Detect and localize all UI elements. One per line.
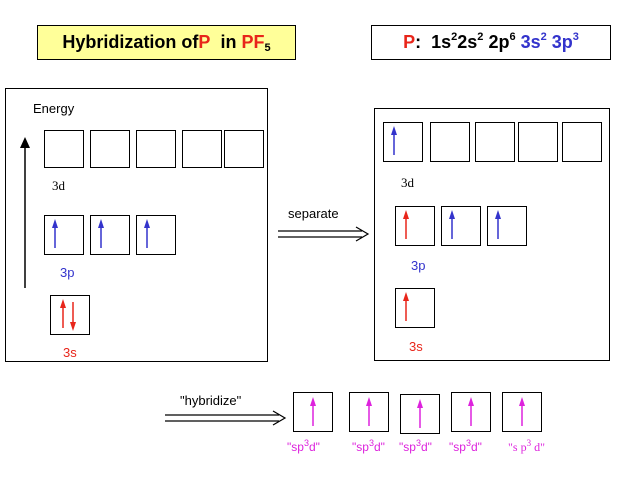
- config-2p: 2p: [488, 32, 510, 52]
- hybrid-label-text: "sp: [399, 440, 416, 454]
- left-3s-label: 3s: [63, 345, 77, 360]
- title-molecule-subscript: 5: [264, 41, 271, 54]
- hybrid-label-superscript: 3: [368, 438, 374, 448]
- spin-up-arrow-icon: [391, 126, 397, 155]
- spin-up-arrow-icon: [52, 219, 58, 248]
- hybrid-label-text: "sp: [287, 440, 304, 454]
- right-3d-orbital-4: [518, 122, 558, 162]
- hybrid-label-text: "sp: [449, 440, 466, 454]
- right-3d-orbital-1: [383, 122, 423, 162]
- spin-up-arrow-icon: [468, 397, 474, 426]
- right-3d-orbital-3: [475, 122, 515, 162]
- spin-up-arrow-icon: [310, 397, 316, 426]
- hybrid-orbital-3: [400, 394, 440, 434]
- right-3d-label: 3d: [401, 175, 414, 190]
- left-3s-orbital: [50, 295, 90, 335]
- spin-up-arrow-icon: [366, 397, 372, 426]
- separate-label: separate: [288, 206, 339, 221]
- hybrid-label-text: d": [531, 440, 545, 454]
- title-molecule: PF: [241, 32, 265, 52]
- hybrid-label-3: "sp3d": [399, 438, 432, 454]
- hybrid-label-superscript: 3: [415, 438, 421, 448]
- spin-up-arrow-icon: [144, 219, 150, 248]
- left-3p-orbital-1: [44, 215, 84, 255]
- hybrid-label-1: "sp3d": [287, 438, 320, 454]
- config-3p: 3p: [551, 32, 573, 52]
- left-3p-label: 3p: [60, 265, 75, 280]
- right-3p-orbital-2: [441, 206, 481, 246]
- right-3s-orbital: [395, 288, 435, 328]
- config-2s: 2s: [457, 32, 478, 52]
- config-2p-count: 6: [509, 30, 516, 43]
- hybrid-orbital-4: [451, 392, 491, 432]
- hybrid-orbital-2: [349, 392, 389, 432]
- left-3p-orbital-2: [90, 215, 130, 255]
- hybrid-orbital-5: [502, 392, 542, 432]
- title-element: P: [198, 32, 211, 52]
- right-3s-label: 3s: [409, 339, 423, 354]
- left-3d-orbital-2: [90, 130, 130, 168]
- config-colon: :: [415, 32, 432, 52]
- hybrid-label-superscript: 3: [465, 438, 471, 448]
- right-3p-orbital-1: [395, 206, 435, 246]
- title-middle: in: [210, 32, 242, 52]
- spin-up-arrow-icon: [417, 399, 423, 428]
- spin-up-arrow-icon: [449, 210, 455, 239]
- right-3p-label: 3p: [411, 258, 426, 273]
- left-3d-orbital-5: [224, 130, 264, 168]
- hybrid-label-text: d": [308, 440, 320, 454]
- energy-axis-arrow: [20, 137, 30, 288]
- hybrid-label-4: "sp3d": [449, 438, 482, 454]
- spin-pair-arrows-icon: [60, 299, 76, 331]
- config-1s: 1s: [431, 32, 452, 52]
- hybrid-label-text: d": [470, 440, 482, 454]
- spin-up-arrow-icon: [495, 210, 501, 239]
- config-1s-count: 2: [451, 30, 458, 43]
- left-3d-orbital-3: [136, 130, 176, 168]
- right-3p-orbital-3: [487, 206, 527, 246]
- hybrid-label-superscript: 3: [526, 438, 532, 448]
- left-3p-orbital-3: [136, 215, 176, 255]
- hybrid-label-2: "sp3d": [352, 438, 385, 454]
- hybridize-label: "hybridize": [180, 393, 242, 408]
- config-3s: 3s: [520, 32, 541, 52]
- separate-double-arrow-icon: [278, 226, 370, 242]
- config-3s-count: 2: [540, 30, 547, 43]
- left-3d-orbital-1: [44, 130, 84, 168]
- hybrid-label-text: "s p: [508, 440, 527, 454]
- spin-up-arrow-icon: [98, 219, 104, 248]
- config-3p-count: 3: [572, 30, 579, 43]
- config-element: P: [403, 32, 416, 52]
- left-3d-orbital-4: [182, 130, 222, 168]
- hybrid-label-text: "sp: [352, 440, 369, 454]
- right-3d-orbital-5: [562, 122, 602, 162]
- config-2s-count: 2: [477, 30, 484, 43]
- spin-up-arrow-icon: [403, 292, 409, 321]
- hybrid-orbital-1: [293, 392, 333, 432]
- energy-label: Energy: [33, 101, 75, 116]
- hybridize-double-arrow-icon: [165, 410, 287, 426]
- hybrid-label-text: d": [420, 440, 432, 454]
- title-prefix: Hybridization of: [62, 32, 199, 52]
- hybrid-label-superscript: 3: [303, 438, 309, 448]
- right-3d-orbital-2: [430, 122, 470, 162]
- hybrid-label-text: d": [373, 440, 385, 454]
- spin-up-arrow-icon: [403, 210, 409, 239]
- hybrid-label-5: "s p3 d": [508, 438, 545, 455]
- spin-up-arrow-icon: [519, 397, 525, 426]
- left-3d-label: 3d: [52, 178, 65, 193]
